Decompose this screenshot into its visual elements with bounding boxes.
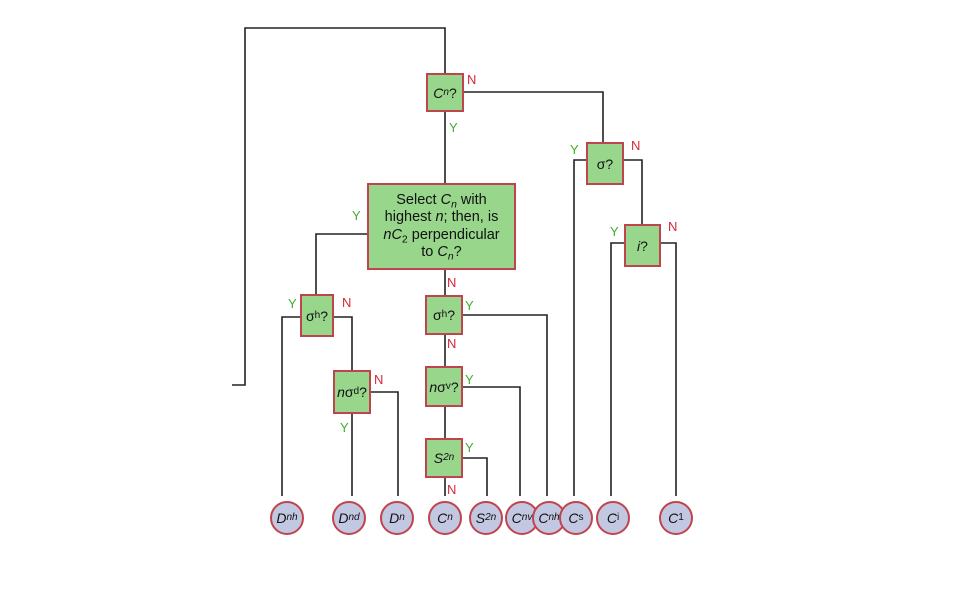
sigma-q: ? — [605, 155, 614, 172]
cn-q: ? — [448, 84, 457, 101]
label-sigma-no: N — [631, 138, 641, 153]
question-select-highest-cn: Select Cn with highest n; then, is nC2 p… — [367, 183, 516, 270]
connector-sigma-yes — [573, 159, 586, 496]
label-s2n-no: N — [447, 482, 457, 497]
label-sigmah-mid-yes: Y — [465, 298, 474, 313]
select-line-4: to Cn? — [421, 243, 462, 263]
select-line-1: Select Cn with — [396, 191, 487, 211]
connector-s2n-yes — [463, 457, 488, 496]
select-line-2: highest n; then, is — [384, 209, 499, 226]
select-line-3: nC2 perpendicular — [383, 226, 500, 246]
label-nsigmav-yes: Y — [465, 372, 474, 387]
label-sigma-yes: Y — [570, 142, 579, 157]
cn-letter: C — [433, 84, 444, 101]
connector-select-yes — [315, 233, 367, 294]
label-select-no: N — [447, 275, 457, 290]
question-inversion-center: i? — [624, 224, 661, 267]
question-mirror-plane: σ? — [586, 142, 624, 185]
connector-nsigmad-no — [371, 391, 399, 496]
label-select-yes: Y — [352, 208, 361, 223]
connector-sigmah-left-yes — [281, 316, 300, 496]
label-s2n-yes: Y — [465, 440, 474, 455]
sigma-symbol: σ — [596, 155, 606, 172]
label-cn-no: N — [467, 72, 477, 87]
label-sigmah-mid-no: N — [447, 336, 457, 351]
label-inv-no: N — [668, 219, 678, 234]
inv-q: ? — [640, 237, 648, 254]
connector-inv-no — [661, 242, 677, 496]
connector-sigmah-mid-yes — [463, 314, 548, 496]
connector-loop — [232, 27, 446, 386]
label-sigmah-left-yes: Y — [288, 296, 297, 311]
label-cn-yes: Y — [449, 120, 458, 135]
inv-letter: i — [637, 237, 641, 254]
label-inv-yes: Y — [610, 224, 619, 239]
connector-sigmah-left-no — [334, 316, 353, 370]
connector-cn-no — [464, 91, 604, 142]
connector-sigma-no — [624, 159, 643, 224]
connector-nsigmav-yes — [463, 386, 521, 496]
label-nsigmad-no: N — [374, 372, 384, 387]
label-nsigmad-yes: Y — [340, 420, 349, 435]
connector-inv-yes — [610, 242, 624, 496]
label-sigmah-left-no: N — [342, 295, 352, 310]
